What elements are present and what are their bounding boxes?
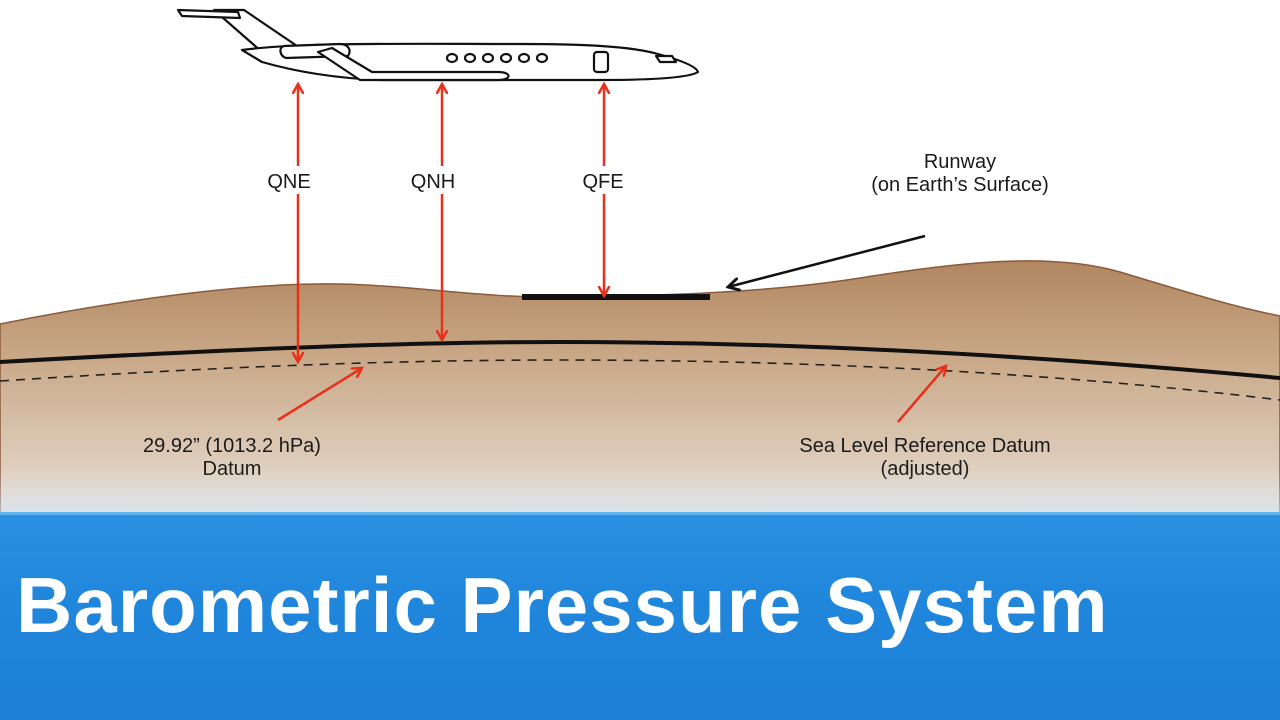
qnh-label: QNH (411, 171, 455, 193)
terrain (0, 260, 1280, 520)
altimetry-diagram: QNE QNH QFE Runway (on Earth’s Surface) … (0, 8, 1280, 520)
qfe-label: QFE (582, 171, 623, 193)
title-banner (0, 512, 1280, 720)
sea-level-reference-line (0, 339, 1280, 380)
airplane-icon (176, 8, 700, 82)
standard-pressure-datum-line (0, 359, 1280, 401)
runway-label-line2: (on Earth’s Surface) (871, 174, 1049, 196)
sea-level-label-line1: Sea Level Reference Datum (799, 435, 1050, 457)
runway-pointer-arrow (728, 234, 926, 287)
qne-label: QNE (267, 171, 310, 193)
banner-fade (0, 470, 1280, 515)
banner-title: Barometric Pressure System (16, 561, 1109, 649)
datum-pointer-arrow (277, 368, 362, 422)
runway-label-line1: Runway (924, 151, 996, 173)
runway (522, 294, 710, 300)
sea-level-pointer-arrow (897, 366, 946, 423)
standard-datum-label-line1: 29.92” (1013.2 hPa) (143, 435, 321, 457)
